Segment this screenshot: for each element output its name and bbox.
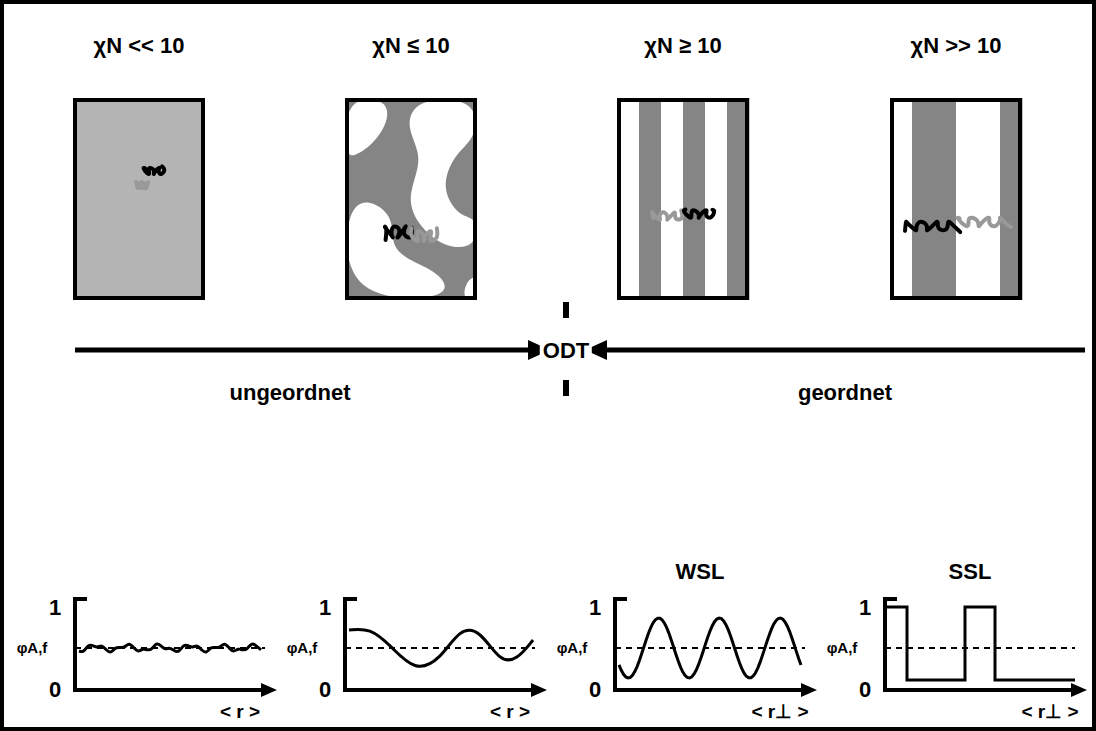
phase-panel: χN << 10	[73, 98, 205, 300]
axis-label: 1	[319, 596, 331, 620]
axis-label: < r⊥ >	[1021, 702, 1078, 723]
morphology-panels	[73, 98, 1023, 300]
panel-heading: χN << 10	[94, 34, 185, 58]
phase-panel: χN ≤ 10	[345, 98, 477, 300]
panel-heading: χN ≥ 10	[644, 34, 721, 58]
axis-label: 1	[49, 596, 61, 620]
axis-label: φA,f	[287, 640, 318, 657]
axis-label: φA,f	[17, 640, 48, 657]
profile-plot: WSL 1 φA,f 0 < r⊥ >	[545, 550, 815, 725]
axis-label: 0	[589, 678, 601, 702]
phase-panel: χN >> 10	[890, 98, 1022, 300]
axis-label: 1	[859, 596, 871, 620]
axis-label: φA,f	[827, 640, 858, 657]
profile-plot: 1 φA,f 0 < r >	[275, 550, 545, 725]
axis-label: 0	[859, 678, 871, 702]
axis-label: SSL	[949, 560, 992, 584]
axis-label: 0	[49, 678, 61, 702]
axis-label: 1	[589, 596, 601, 620]
axis-label: 0	[319, 678, 331, 702]
region-label: ungeordnet	[227, 381, 354, 405]
profile-plot: SSL 1 φA,f 0 < r⊥ >	[815, 550, 1085, 725]
axis-label: φA,f	[557, 640, 588, 657]
axis-label: < r >	[220, 702, 260, 723]
axis-label: WSL	[676, 560, 725, 584]
region-label: geordnet	[795, 381, 895, 405]
phase-panel: χN ≥ 10	[617, 98, 749, 300]
transition-label: ODT	[540, 339, 592, 363]
panel-heading: χN ≤ 10	[372, 34, 449, 58]
composition-profiles	[75, 599, 1087, 697]
profile-plot: 1 φA,f 0 < r >	[5, 550, 275, 725]
axis-label: < r⊥ >	[751, 702, 808, 723]
axis-label: < r >	[490, 702, 530, 723]
panel-heading: χN >> 10	[911, 34, 1002, 58]
